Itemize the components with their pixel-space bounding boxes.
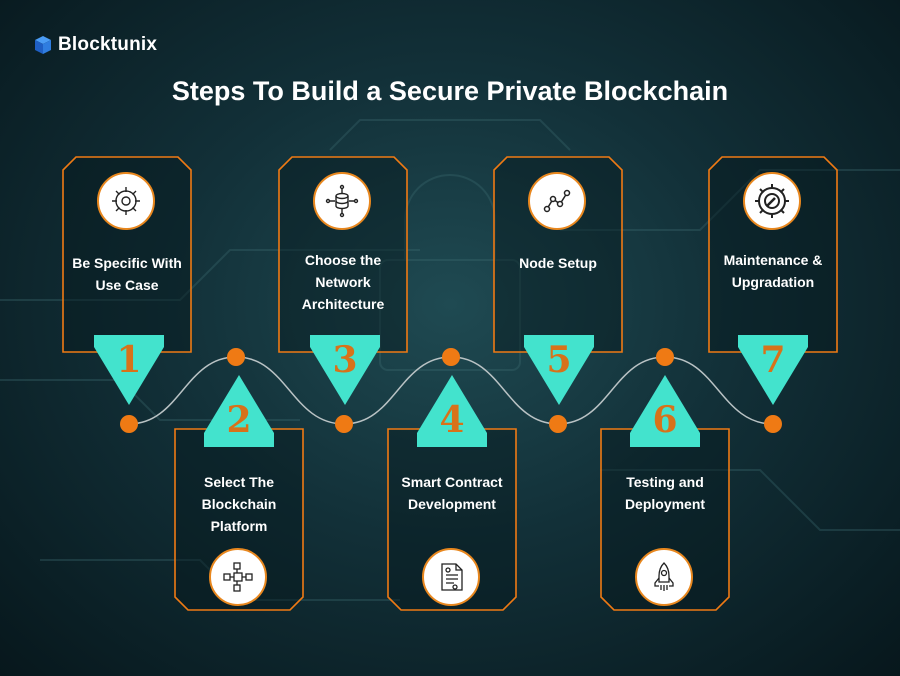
step-number-6: 6 (652, 399, 678, 441)
blockchain-network-icon (209, 548, 267, 606)
gear-target-icon (97, 172, 155, 230)
step-marker-2 (204, 375, 274, 447)
connector-dot-4 (442, 348, 460, 366)
connector-dot-2 (227, 348, 245, 366)
step-number-7: 7 (760, 339, 786, 381)
step-number-5: 5 (546, 339, 572, 381)
connector-dot-1 (120, 415, 138, 433)
step-card-6: Testing and Deployment (600, 428, 730, 611)
step-label-4: Smart Contract Development (401, 474, 503, 512)
step-card-3: Choose the Network Architecture (278, 156, 408, 353)
brand-logo: Blocktunix (34, 34, 157, 56)
step-card-7: Maintenance & Upgradation (708, 156, 838, 353)
step-number-2: 2 (226, 399, 252, 441)
connector-dot-6 (656, 348, 674, 366)
step-number-1: 1 (116, 339, 142, 381)
step-card-2: Select The Blockchain Platform (174, 428, 304, 611)
step-card-1: Be Specific With Use Case (62, 156, 192, 353)
brand-name: Blocktunix (58, 34, 158, 55)
connector-dot-5 (549, 415, 567, 433)
step-card-5: Node Setup (493, 156, 623, 353)
connector-dot-3 (335, 415, 353, 433)
step-marker-4 (417, 375, 487, 447)
cube-icon (35, 36, 51, 54)
node-graph-icon (528, 172, 586, 230)
page-title: Steps To Build a Secure Private Blockcha… (171, 76, 729, 106)
step-label-5: Node Setup (519, 255, 597, 271)
step-marker-6 (630, 375, 700, 447)
step-number-3: 3 (332, 339, 358, 381)
contract-document-icon (422, 548, 480, 606)
rocket-deploy-icon (635, 548, 693, 606)
step-marker-3 (310, 335, 380, 405)
database-network-icon (313, 172, 371, 230)
step-label-2: Select The Blockchain Platform (201, 474, 277, 534)
step-label-3: Choose the Network Architecture (301, 252, 385, 312)
step-label-1: Be Specific With Use Case (72, 255, 182, 293)
step-marker-7 (738, 335, 808, 405)
step-label-6: Testing and Deployment (624, 474, 706, 512)
step-number-4: 4 (439, 399, 465, 441)
connector-dot-7 (764, 415, 782, 433)
step-label-7: Maintenance & Upgradation (723, 252, 823, 290)
maintenance-gear-icon (743, 172, 801, 230)
step-marker-5 (524, 335, 594, 405)
step-marker-1 (94, 335, 164, 405)
step-card-4: Smart Contract Development (387, 428, 517, 611)
